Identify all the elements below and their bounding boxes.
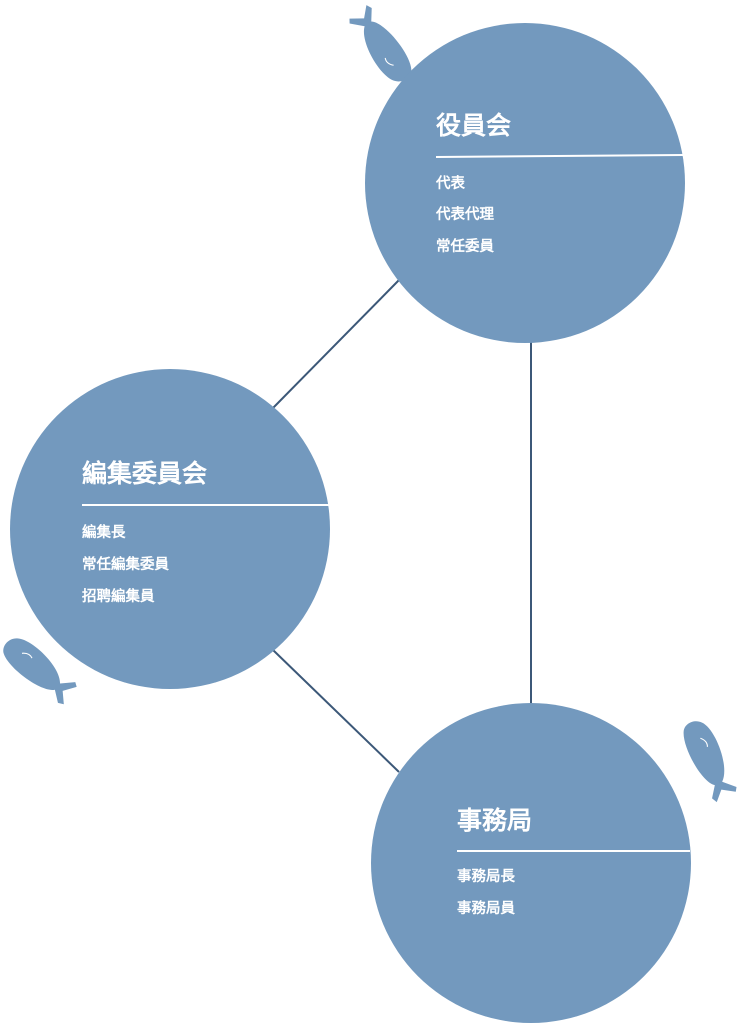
node-title: 編集委員会: [82, 459, 207, 488]
node-circle: [365, 23, 685, 343]
node-circle: [371, 703, 691, 1023]
node-board: 役員会 代表 代表代理 常任委員: [365, 23, 685, 343]
whale-icon: [345, 2, 419, 89]
node-item: 事務局員: [457, 899, 515, 917]
node-divider: [435, 154, 684, 158]
node-item: 常任編集委員: [82, 555, 169, 573]
node-title: 役員会: [436, 111, 511, 140]
node-circle: [10, 369, 330, 689]
whale-icon: [677, 715, 738, 805]
whale-icon: [0, 630, 81, 708]
node-title: 事務局: [457, 806, 532, 835]
node-item: 常任委員: [436, 237, 494, 255]
node-secretariat: 事務局 事務局長 事務局員: [371, 703, 691, 1023]
node-item: 事務局長: [457, 867, 515, 885]
connector-editorial-secretariat: [272, 649, 400, 773]
node-item: 代表代理: [435, 205, 494, 223]
node-editorial: 編集委員会 編集長 常任編集委員 招聘編集員: [10, 369, 330, 689]
node-item: 編集長: [82, 523, 126, 541]
node-item: 招聘編集員: [82, 587, 155, 605]
connector-board-editorial: [272, 279, 400, 409]
node-item: 代表: [435, 174, 465, 192]
